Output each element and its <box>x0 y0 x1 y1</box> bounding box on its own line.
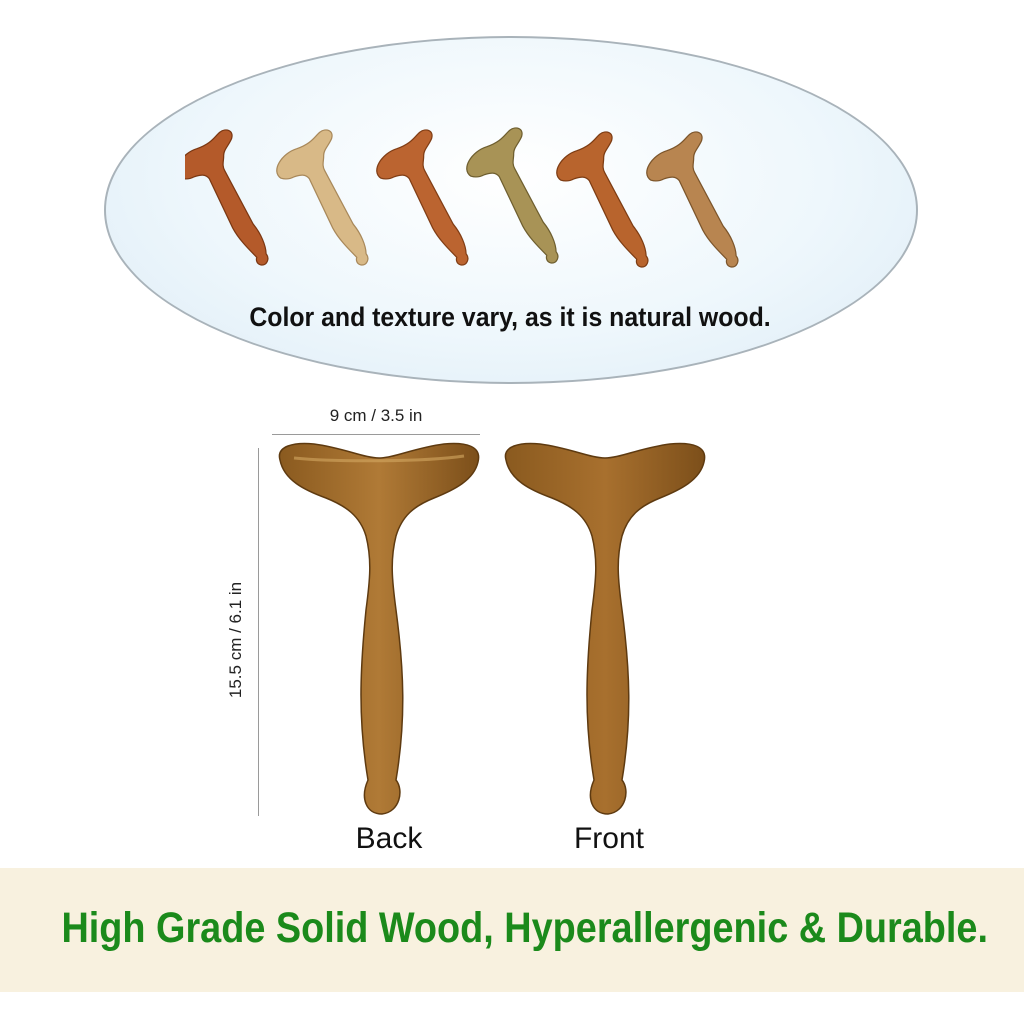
wood-tool-variant-1 <box>185 126 294 282</box>
height-dimension-line <box>258 448 259 816</box>
wood-variants-group <box>185 124 764 284</box>
natural-wood-caption: Color and texture vary, as it is natural… <box>249 302 771 332</box>
width-dimension-line <box>272 434 480 435</box>
wood-tool-variant-6 <box>638 128 764 284</box>
feature-banner-text: High Grade Solid Wood, Hyperallergenic &… <box>61 904 988 952</box>
wood-tool-variant-2 <box>268 126 394 282</box>
height-dimension-label: 15.5 cm / 6.1 in <box>226 581 245 699</box>
feature-banner <box>0 868 1024 992</box>
wood-tool-variant-5 <box>548 128 674 284</box>
front-view-label: Front <box>573 822 645 855</box>
wood-tool-variant-4 <box>458 124 584 280</box>
width-dimension-label: 9 cm / 3.5 in <box>329 406 423 425</box>
wood-tool-front-view <box>504 442 706 815</box>
wood-tool-back-view <box>278 442 480 815</box>
wood-tool-variant-3 <box>368 126 494 282</box>
back-view-label: Back <box>355 822 423 855</box>
